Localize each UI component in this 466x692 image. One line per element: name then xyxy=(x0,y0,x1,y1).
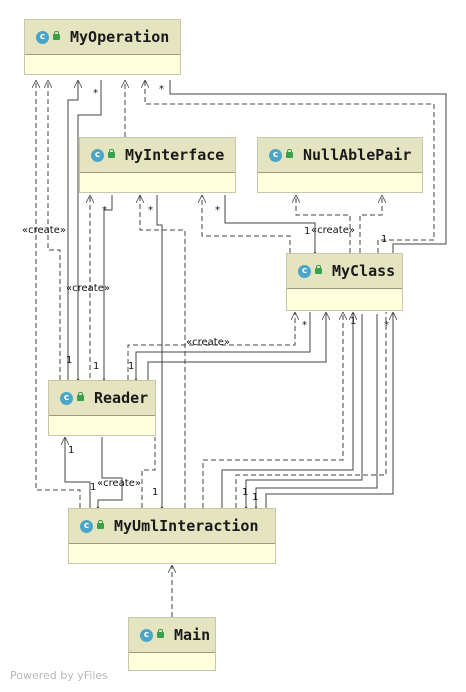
edge-reader-class-comp xyxy=(136,312,311,378)
class-icon: c xyxy=(269,148,282,162)
class-myclass[interactable]: c MyClass xyxy=(286,253,403,311)
edge-class-operation-comp xyxy=(169,80,447,253)
multiplicity-one: 1 xyxy=(66,355,73,366)
multiplicity-star: * xyxy=(159,84,164,95)
multiplicity-one: 1 xyxy=(252,492,259,503)
multiplicity-star: * xyxy=(384,320,389,331)
edge-interaction-class-dashed2 xyxy=(235,312,387,508)
edge-interaction-reader-dashed xyxy=(141,437,156,508)
class-main[interactable]: c Main xyxy=(128,617,216,671)
class-header: c MyClass xyxy=(287,254,402,289)
edge-label-create: «create» xyxy=(311,225,355,236)
class-header: c MyUmlInteraction xyxy=(69,509,275,544)
class-name: Reader xyxy=(94,389,149,407)
multiplicity-star: * xyxy=(102,205,107,216)
class-icon: c xyxy=(60,391,73,405)
edge-class-operation-dashed xyxy=(145,80,435,253)
edge-label-create: «create» xyxy=(66,283,110,294)
multiplicity-star: * xyxy=(215,205,220,216)
multiplicity-one: 1 xyxy=(128,361,135,372)
class-icon: c xyxy=(91,148,104,162)
edge-label-create: «create» xyxy=(186,337,230,348)
edge-class-nullablepair-2 xyxy=(359,195,382,253)
class-name: MyInterface xyxy=(125,146,225,164)
public-access-icon xyxy=(77,392,84,401)
edge-interaction-reader-comp xyxy=(98,437,123,506)
edge-interaction-operation xyxy=(36,80,81,508)
class-nullablepair[interactable]: c NullAblePair xyxy=(257,137,423,193)
class-name: MyOperation xyxy=(70,28,170,46)
edge-interaction-class-dashed xyxy=(202,312,343,508)
edge-label-create: «create» xyxy=(22,225,66,236)
class-header: c MyInterface xyxy=(80,138,235,173)
class-header: c MyOperation xyxy=(25,20,180,55)
multiplicity-one: 1 xyxy=(68,445,75,456)
multiplicity-one: 1 xyxy=(93,361,100,372)
edge-class-nullablepair-1 xyxy=(296,195,351,253)
edge-interaction-class-assoc xyxy=(265,312,393,508)
edge-reader-class-assoc xyxy=(147,312,326,380)
multiplicity-star: * xyxy=(93,88,98,99)
class-icon: c xyxy=(140,628,153,642)
public-access-icon xyxy=(286,149,293,158)
class-icon: c xyxy=(36,30,49,44)
powered-by-footer: Powered by yFiles xyxy=(10,669,108,682)
edge-reader-operation-comp xyxy=(78,80,102,378)
edge-label-create: «create» xyxy=(97,478,141,489)
public-access-icon xyxy=(315,265,322,274)
public-access-icon xyxy=(97,520,104,529)
class-icon: c xyxy=(80,519,93,533)
class-name: MyClass xyxy=(332,262,396,280)
multiplicity-one: 1 xyxy=(242,487,249,498)
multiplicity-star: * xyxy=(302,320,307,331)
class-icon: c xyxy=(298,264,311,278)
edge-class-interface-dashed xyxy=(202,195,291,253)
class-myumlinteraction[interactable]: c MyUmlInteraction xyxy=(68,508,276,564)
class-myinterface[interactable]: c MyInterface xyxy=(79,137,236,193)
edge-reader-operation-dashed xyxy=(48,80,61,380)
public-access-icon xyxy=(157,629,164,638)
edge-reader-class-dashed xyxy=(127,312,295,380)
public-access-icon xyxy=(53,31,60,40)
edge-class-interface-comp xyxy=(224,195,315,251)
class-reader[interactable]: c Reader xyxy=(48,380,156,436)
class-name: Main xyxy=(174,626,211,644)
multiplicity-one: 1 xyxy=(350,316,357,327)
class-header: c NullAblePair xyxy=(258,138,422,173)
edge-interaction-interface-comp xyxy=(156,195,162,506)
edge-interaction-class-1 xyxy=(221,312,353,508)
class-name: NullAblePair xyxy=(303,146,412,164)
class-header: c Reader xyxy=(49,381,155,416)
class-header: c Main xyxy=(129,618,215,653)
edge-reader-interface-comp xyxy=(104,195,113,378)
public-access-icon xyxy=(108,149,115,158)
edge-interaction-class-comp1 xyxy=(246,314,363,506)
class-name: MyUmlInteraction xyxy=(114,517,259,535)
edge-interaction-reader-assoc xyxy=(65,437,91,508)
class-myoperation[interactable]: c MyOperation xyxy=(24,19,181,75)
edge-interaction-class-comp2 xyxy=(256,314,378,506)
edge-reader-operation-assoc xyxy=(67,80,78,380)
multiplicity-one: 1 xyxy=(381,234,388,245)
multiplicity-one: 1 xyxy=(152,487,159,498)
multiplicity-one: 1 xyxy=(304,226,311,237)
multiplicity-star: * xyxy=(148,205,153,216)
multiplicity-one: 1 xyxy=(90,482,97,493)
